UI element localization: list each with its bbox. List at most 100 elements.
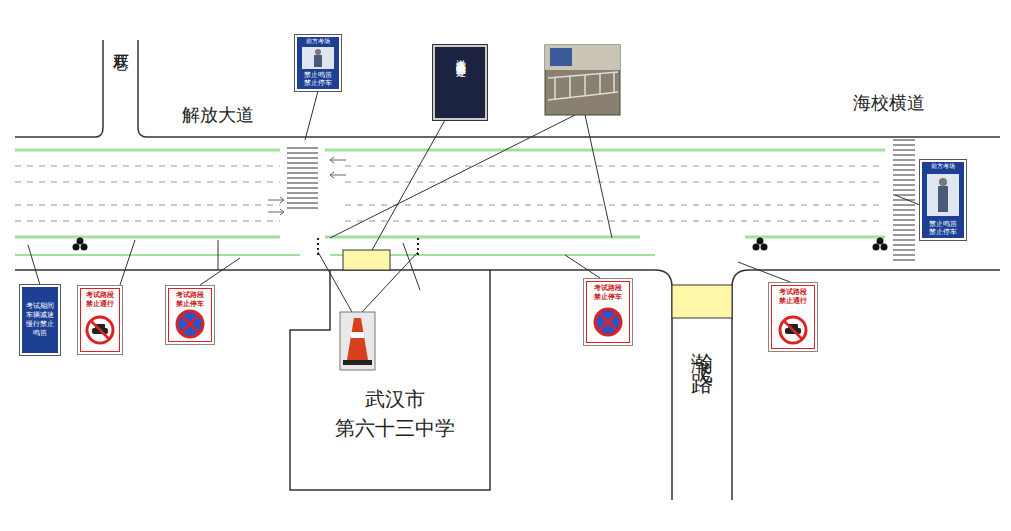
lane-line	[345, 166, 885, 167]
lane-arrow	[330, 172, 346, 178]
road-edge	[15, 270, 672, 500]
lane-arrow	[268, 209, 284, 215]
tree-symbol	[877, 238, 884, 245]
school-name: 武汉市 第六十三中学	[325, 385, 465, 443]
picture-panel	[927, 174, 959, 216]
crosswalk-stripe	[893, 234, 915, 235]
cone-body	[347, 318, 368, 360]
cone-photo	[340, 312, 375, 370]
sign-board: 前方考场禁止鸣笛禁止停车	[920, 160, 966, 240]
road-edge	[15, 40, 103, 137]
green-belt-line	[325, 236, 640, 239]
sign-board: 考试路段 禁止通行	[77, 285, 123, 355]
lane-line	[345, 221, 885, 222]
sign-text: 前方考场	[931, 163, 955, 170]
crosswalk-stripe	[287, 177, 318, 178]
lane-line	[345, 205, 885, 206]
road-edges	[15, 40, 1000, 500]
sign-board: 考试路段 禁止通行	[768, 282, 818, 352]
photo-frame	[545, 45, 620, 115]
dotted-mark	[317, 238, 319, 258]
crosswalk-stripe	[287, 152, 318, 153]
crosswalk-stripe	[287, 192, 318, 193]
traffic-cone	[340, 312, 375, 370]
road-name: 双厂巷	[110, 42, 133, 102]
sign-board: 考试期间车辆减速慢行禁止鸣笛	[20, 285, 60, 355]
crosswalk-stripe	[287, 207, 318, 208]
yellow-zones	[343, 250, 732, 318]
crosswalk-stripe	[893, 174, 915, 175]
lane-arrow	[330, 157, 346, 163]
figure-body	[314, 55, 322, 67]
crosswalk-stripe	[893, 249, 915, 250]
sign-text: 考试路段 禁止通行	[772, 288, 814, 306]
crosswalk-stripe	[893, 159, 915, 160]
leader-line	[120, 240, 135, 285]
sign-board: 考试路段 禁止停车	[583, 278, 633, 346]
car-icon	[95, 324, 105, 329]
tree-symbol	[77, 238, 84, 245]
crosswalk-stripe	[893, 214, 915, 215]
crosswalk-stripe	[893, 209, 915, 210]
police-picture	[302, 47, 959, 216]
tree-symbol	[73, 244, 80, 251]
sign-text: 禁止鸣笛	[929, 220, 957, 228]
crosswalk-stripe	[287, 182, 318, 183]
cone-stripe	[351, 332, 364, 338]
lane-line	[15, 182, 280, 183]
car-icon	[785, 328, 801, 334]
leader-line	[585, 115, 612, 238]
tree-symbol	[753, 244, 760, 251]
cone-base	[343, 360, 372, 365]
crosswalk-stripe	[287, 187, 318, 188]
gate-zone	[343, 250, 390, 270]
crosswalk-stripe	[893, 144, 915, 145]
green-belt-line	[745, 236, 885, 239]
photo-sign	[550, 48, 572, 66]
no-vehicle-symbol	[87, 317, 806, 343]
lane-line	[345, 182, 885, 183]
sign-board: 考试路段 禁止停车	[165, 285, 215, 345]
crosswalk-stripe	[893, 254, 915, 255]
crosswalk-stripe	[287, 147, 318, 148]
leader-line	[403, 243, 420, 290]
leader-line	[28, 245, 40, 285]
crosswalk-stripe	[287, 202, 318, 203]
leader-line	[738, 262, 790, 282]
road-name: 海校横道	[853, 90, 943, 116]
leader-line	[895, 195, 920, 205]
sign-ring	[87, 317, 113, 343]
dotted-mark	[417, 238, 419, 258]
crosswalk-stripe	[893, 139, 915, 140]
sign-ring	[780, 317, 806, 343]
tree-symbol	[81, 244, 88, 251]
road-edge	[138, 40, 1000, 137]
railing-post	[599, 74, 601, 94]
leader-line	[218, 240, 219, 270]
crosswalk-stripe	[893, 204, 915, 205]
sign-cross	[600, 314, 616, 330]
sign-board: 前方考场禁止鸣笛禁止停车	[295, 35, 341, 91]
crosswalk-stripe	[287, 162, 318, 163]
sign-text: 送考车辆临时停车处	[454, 51, 466, 115]
tree-symbol	[873, 244, 880, 251]
lane-line	[15, 205, 280, 206]
sign-cross	[182, 316, 198, 332]
leader-line	[318, 252, 352, 312]
railing-post	[569, 76, 571, 98]
crosswalk-stripe	[287, 167, 318, 168]
figure-head	[315, 49, 321, 55]
sign-text: 考试路段 禁止通行	[81, 291, 119, 309]
sign-text: 考试期间车辆减速慢行禁止鸣笛	[24, 302, 56, 338]
crosswalk-stripe	[893, 199, 915, 200]
crosswalk-stripe	[893, 224, 915, 225]
railing-post	[584, 75, 586, 96]
sign-text: 考试路段 禁止停车	[587, 284, 629, 302]
sign-ring	[177, 311, 203, 337]
car-icon	[92, 328, 108, 334]
sign-ring	[595, 309, 621, 335]
